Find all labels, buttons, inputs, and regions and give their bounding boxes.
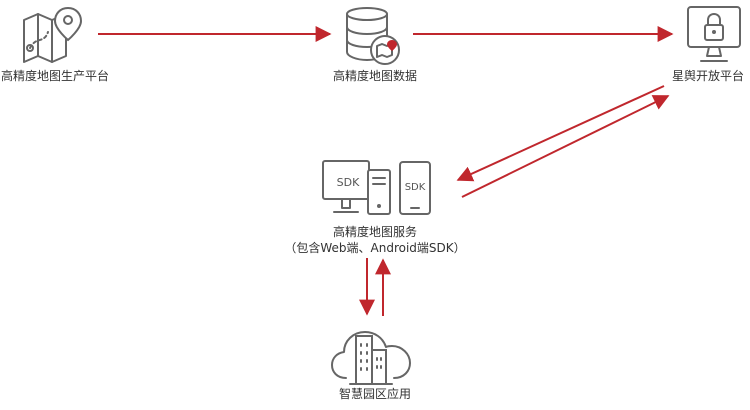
- map-data-label: 高精度地图数据: [332, 69, 417, 83]
- open-platform-label: 星舆开放平台: [671, 69, 744, 83]
- database-icon: [346, 7, 400, 65]
- arrow-platform-to-service: [456, 85, 665, 182]
- sdk-mobile-text: SDK: [405, 182, 426, 193]
- production-platform-label: 高精度地图生产平台: [0, 69, 109, 83]
- arrow-service-to-platform: [461, 95, 670, 198]
- map-service-label: 高精度地图服务 （包含Web端、Android端SDK）: [255, 224, 495, 256]
- map-service-title: 高精度地图服务: [332, 225, 417, 239]
- sdk-devices-icon: [322, 160, 431, 215]
- park-app-label: 智慧园区应用: [338, 387, 411, 401]
- map-service-subtitle: （包含Web端、Android端SDK）: [284, 241, 466, 255]
- folded-map-icon: [23, 6, 83, 63]
- monitor-lock-icon: [687, 6, 741, 62]
- cloud-buildings-icon: [331, 331, 411, 385]
- sdk-desktop-text: SDK: [337, 176, 360, 189]
